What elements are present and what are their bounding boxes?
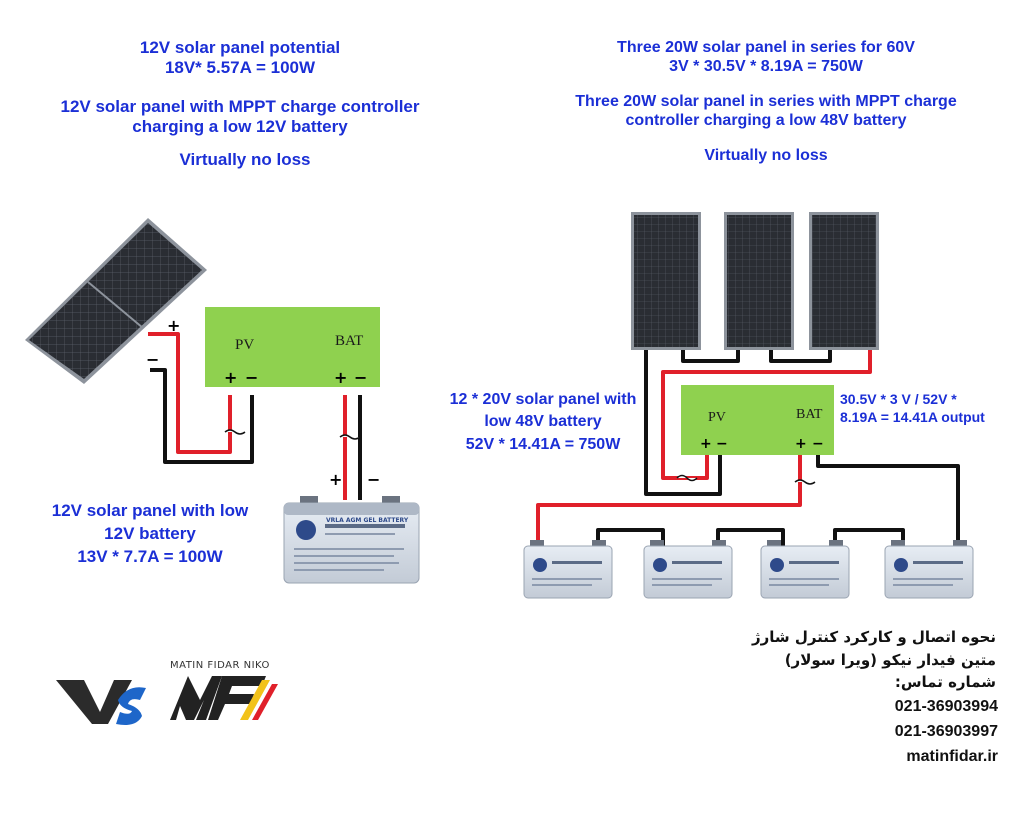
left-mppt-line2: charging a low 12V battery	[132, 117, 348, 137]
right-mppt-line1: Three 20W solar panel in series with MPP…	[575, 93, 957, 110]
battery-bank	[523, 540, 974, 599]
right-no-loss: Virtually no loss	[704, 147, 828, 164]
right-output-line2: 8.19A = 14.41A output	[840, 409, 985, 426]
right-pwm-line1: 12 * 20V solar panel with	[449, 391, 637, 408]
contact-info: 021-36903994 021-36903997 matinfidar.ir	[895, 695, 998, 769]
right-pv-plus: +	[700, 436, 712, 452]
right-controller-bat-label: BAT	[796, 407, 823, 422]
contact-website[interactable]: matinfidar.ir	[906, 747, 998, 765]
left-pwm-caption: 12V solar panel with low 12V battery 13V…	[30, 500, 270, 569]
left-mppt-caption: 12V solar panel with MPPT charge control…	[20, 97, 460, 138]
left-charge-controller	[205, 307, 380, 387]
right-solar-panels	[631, 212, 879, 350]
vs-logo	[56, 680, 146, 725]
right-mppt-caption: Three 20W solar panel in series with MPP…	[540, 92, 992, 130]
right-title-line1: Three 20W solar panel in series for 60V	[617, 39, 915, 56]
right-pwm-caption: 12 * 20V solar panel with low 48V batter…	[432, 389, 654, 456]
mfn-logo-caption: MATIN FIDAR NIKO	[170, 660, 270, 671]
left-battery-minus: −	[367, 470, 381, 489]
left-controller-pv-label: PV	[235, 337, 255, 353]
battery-3	[760, 540, 850, 599]
left-wires	[148, 332, 362, 500]
left-bat-minus: −	[354, 368, 368, 387]
left-battery-label: VRLA AGM GEL BATTERY	[326, 517, 409, 524]
left-pv-minus: −	[245, 368, 259, 387]
left-pv-plus: +	[224, 368, 238, 387]
left-bat-plus: +	[334, 368, 348, 387]
persian-line1: نحوه اتصال و کارکرد کنترل شارژ	[751, 628, 996, 646]
left-panel-plus: +	[167, 316, 181, 335]
right-pv-minus: −	[716, 436, 728, 452]
left-title-line2: 18V* 5.57A = 100W	[164, 58, 316, 78]
persian-caption: نحوه اتصال و کارکرد کنترل شارژ متین فیدا…	[752, 626, 996, 694]
left-pwm-line2: 12V battery	[104, 523, 196, 543]
left-battery-plus: +	[329, 470, 343, 489]
right-charge-controller	[681, 385, 834, 455]
persian-line3: شماره تماس:	[894, 673, 996, 691]
left-controller-bat-label: BAT	[335, 333, 364, 349]
left-battery	[283, 496, 420, 584]
right-controller-pv-label: PV	[708, 410, 726, 425]
left-pwm-line1: 12V solar panel with low	[51, 501, 249, 520]
left-panel-minus: −	[146, 350, 160, 369]
left-title: 12V solar panel potential 18V* 5.57A = 1…	[100, 38, 380, 79]
battery-1	[523, 540, 613, 599]
battery-2	[643, 540, 733, 599]
contact-phone-2[interactable]: 021-36903997	[894, 722, 998, 740]
left-solar-panel	[25, 218, 207, 384]
right-pwm-line2: low 48V battery	[484, 413, 602, 431]
left-title-line1: 12V solar panel potential	[139, 38, 341, 57]
left-mppt-line1: 12V solar panel with MPPT charge control…	[60, 97, 420, 116]
left-pwm-line3: 13V * 7.7A = 100W	[77, 546, 223, 566]
left-no-loss: Virtually no loss	[179, 150, 311, 169]
right-output-caption: 30.5V * 3 V / 52V * 8.19A = 14.41A outpu…	[840, 390, 1010, 426]
right-pwm-line3: 52V * 14.41A = 750W	[465, 435, 621, 453]
right-title: Three 20W solar panel in series for 60V …	[560, 38, 972, 76]
right-title-line2: 3V * 30.5V * 8.19A = 750W	[669, 58, 863, 76]
right-output-line1: 30.5V * 3 V / 52V *	[840, 391, 957, 407]
right-bat-plus: +	[795, 436, 807, 452]
contact-phone-1[interactable]: 021-36903994	[894, 698, 998, 715]
right-wires	[536, 350, 960, 546]
right-mppt-line2: controller charging a low 48V battery	[625, 112, 907, 130]
battery-4	[884, 540, 974, 599]
persian-line2: متین فیدار نیکو (ویرا سولار)	[784, 650, 996, 669]
mfn-logo	[170, 676, 278, 720]
right-bat-minus: −	[812, 436, 824, 452]
